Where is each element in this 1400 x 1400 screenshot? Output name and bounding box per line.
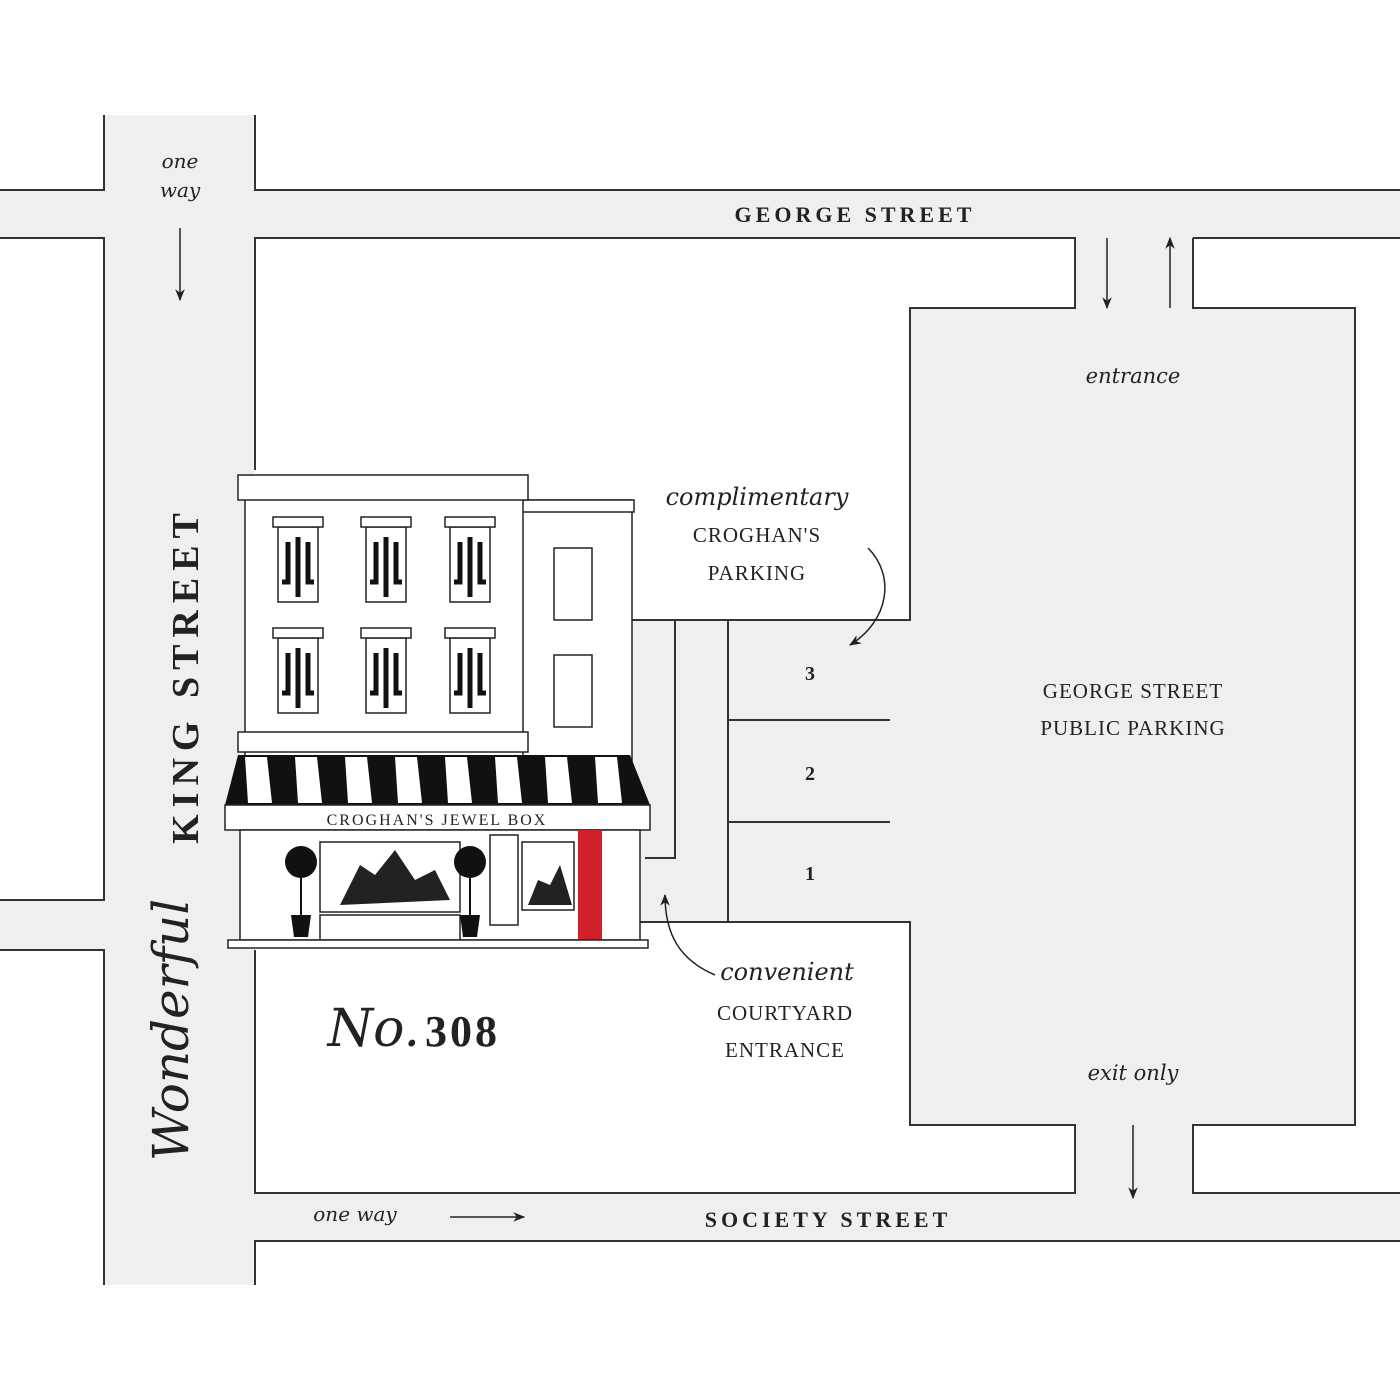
george-street-label: GEORGE STREET <box>735 202 976 227</box>
society-street-label: SOCIETY STREET <box>705 1207 952 1232</box>
courtyard-line1: COURTYARD <box>717 1001 853 1025</box>
awning-stripe <box>395 757 422 803</box>
awning-stripe <box>295 757 322 803</box>
store-sign-board <box>489 834 519 926</box>
parking-space-3: 3 <box>805 663 815 685</box>
parking-space-1: 1 <box>805 863 815 885</box>
awning-stripe <box>245 757 272 803</box>
king-street-prefix: Wonderful <box>142 899 200 1162</box>
king-street-label: KING STREET <box>165 506 207 844</box>
awning-stripe <box>445 757 472 803</box>
window <box>553 654 593 728</box>
entrance-label: entrance <box>1086 364 1181 388</box>
convenient-label: convenient <box>720 958 854 986</box>
one-way-label: way <box>160 178 201 202</box>
awning-stripe <box>545 757 572 803</box>
complimentary-label: complimentary <box>666 483 849 511</box>
exit-only-label: exit only <box>1088 1061 1180 1085</box>
public-parking-line1: GEORGE STREET <box>1043 679 1223 703</box>
street-outlines <box>0 115 1400 1285</box>
croghans-parking-line2: PARKING <box>708 561 806 585</box>
courtyard-line2: ENTRANCE <box>725 1038 845 1062</box>
one-way-label: one way <box>313 1202 397 1226</box>
curved-arrow-icon <box>660 893 716 976</box>
curved-arrow-icon <box>848 547 886 646</box>
one-way-label: one <box>162 149 199 173</box>
croghans-jewel-box-building: CROGHAN'S JEWEL BOX <box>224 474 651 949</box>
address-number: 308 <box>425 1007 500 1056</box>
awning-stripe <box>345 757 372 803</box>
topiary-tree <box>285 846 486 937</box>
red-door[interactable] <box>578 830 602 940</box>
croghans-parking-line1: CROGHAN'S <box>693 523 821 547</box>
parking-space-2: 2 <box>805 763 815 785</box>
store-sign: CROGHAN'S JEWEL BOX <box>327 812 548 829</box>
public-parking-line2: PUBLIC PARKING <box>1040 716 1225 740</box>
address-number-prefix: No. <box>326 999 420 1059</box>
awning-stripe <box>595 757 622 803</box>
window <box>553 547 593 621</box>
awning-stripe <box>495 757 522 803</box>
